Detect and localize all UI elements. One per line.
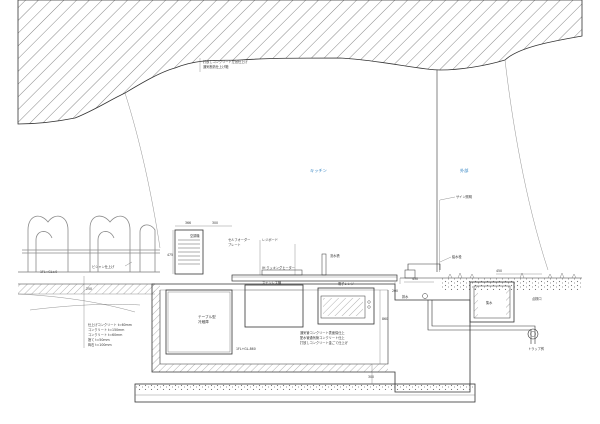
faucet-label: 給水栓 bbox=[452, 254, 462, 259]
dim-430: 430 bbox=[412, 277, 418, 281]
drain-note-1: 通気管コンクリート表面保仕上 bbox=[300, 330, 345, 335]
dim-475: 475 bbox=[167, 253, 173, 257]
outside-faucet: 給水栓 430 排水 bbox=[402, 254, 462, 299]
ground bbox=[17, 271, 582, 313]
trap-label: トラップ桝 bbox=[528, 346, 545, 351]
ground-plants bbox=[447, 272, 577, 279]
signage-label: サイン照明 bbox=[456, 194, 472, 199]
layer-2: コンクリート t=150mm bbox=[88, 327, 124, 332]
ceiling-shell bbox=[17, 0, 583, 271]
stainless-shelf: ステンレス棚 bbox=[244, 280, 304, 328]
showcase-unit: 空調機 475 bbox=[167, 229, 204, 275]
ceiling-note-2: 通気断熱仕上げ範 bbox=[203, 64, 229, 69]
dim-200: 200 bbox=[392, 289, 398, 293]
collection-tank: 集水 450 bbox=[469, 269, 542, 323]
outside-label: 外部 bbox=[460, 167, 468, 174]
microwave: 電子レンジ bbox=[317, 281, 375, 325]
pit-notes: 通気管コンクリート表面保仕上 配水管通気管コンクリート仕上 打放しコンクリート金… bbox=[236, 282, 398, 384]
dims-top: 366 300 bbox=[175, 221, 232, 227]
drain-note-2: 配水管通気管コンクリート仕上 bbox=[300, 335, 345, 340]
ih-cooker-label: IH クッキングヒーター bbox=[262, 265, 295, 270]
counter-notes: セルフオーダー プレート レジボード IH クッキングヒーター 流水槽 bbox=[228, 237, 340, 276]
svg-text:プレート: プレート bbox=[228, 242, 241, 247]
signage-pole: サイン照明 bbox=[436, 70, 472, 272]
dim-300b: 300 bbox=[368, 375, 374, 379]
bench-finish-label: ビシャン仕上げ bbox=[92, 264, 115, 269]
fridge-label-1: テーブル型 bbox=[198, 314, 216, 319]
drain-outlet-label: 点検口 bbox=[532, 296, 542, 301]
ceiling-note-1: 打放しコンクリート左官仕上げ bbox=[203, 59, 248, 64]
fridge-label-2: 冷蔵庫 bbox=[198, 319, 209, 324]
layer-3: コンクリート t=60mm bbox=[88, 332, 122, 337]
dim-366: 366 bbox=[185, 221, 191, 225]
upper-fl-label: 1FL+GL-860 bbox=[236, 347, 256, 351]
stainless-shelf-label: ステンレス棚 bbox=[262, 280, 281, 285]
dim-250: 250 bbox=[86, 287, 92, 291]
layer-1: 仕上げコンクリート t=60mm bbox=[88, 322, 132, 327]
floor-layer-notes: 仕上げコンクリート t=60mm コンクリート t=150mm コンクリート t… bbox=[83, 290, 132, 348]
water-outlet-label: 排水 bbox=[402, 294, 409, 299]
dim-450: 450 bbox=[496, 269, 502, 273]
kitchen-counter bbox=[231, 274, 398, 282]
left-dims: 250 bbox=[83, 276, 92, 291]
tank-label: 集水 bbox=[486, 300, 493, 305]
trap: トラップ桝 点検口 bbox=[527, 296, 545, 351]
order-plate-label: セルフオーダー bbox=[228, 237, 250, 242]
drain-note-3: 打放しコンクリート金ごて仕上げ bbox=[300, 340, 349, 345]
dim-300: 300 bbox=[212, 221, 218, 225]
showcase-label: 空調機 bbox=[190, 233, 200, 238]
sink-label: 流水槽 bbox=[330, 253, 340, 258]
ceiling-note: 打放しコンクリート左官仕上げ 通気断熱仕上げ範 bbox=[199, 58, 248, 72]
chairs: ビシャン仕上げ bbox=[22, 215, 160, 272]
table-fridge: テーブル型 冷蔵庫 bbox=[165, 289, 233, 355]
dim-860: 860 bbox=[382, 317, 388, 321]
register-board-label: レジボード bbox=[262, 237, 278, 242]
floor-level-label: 1FL=GL±0 bbox=[40, 270, 57, 274]
layer-5: 砕石 t=100mm bbox=[88, 342, 112, 347]
microwave-label: 電子レンジ bbox=[338, 281, 354, 286]
layer-4: 捨て t=50mm bbox=[88, 337, 110, 342]
kitchen-label: キッチン bbox=[310, 168, 327, 173]
